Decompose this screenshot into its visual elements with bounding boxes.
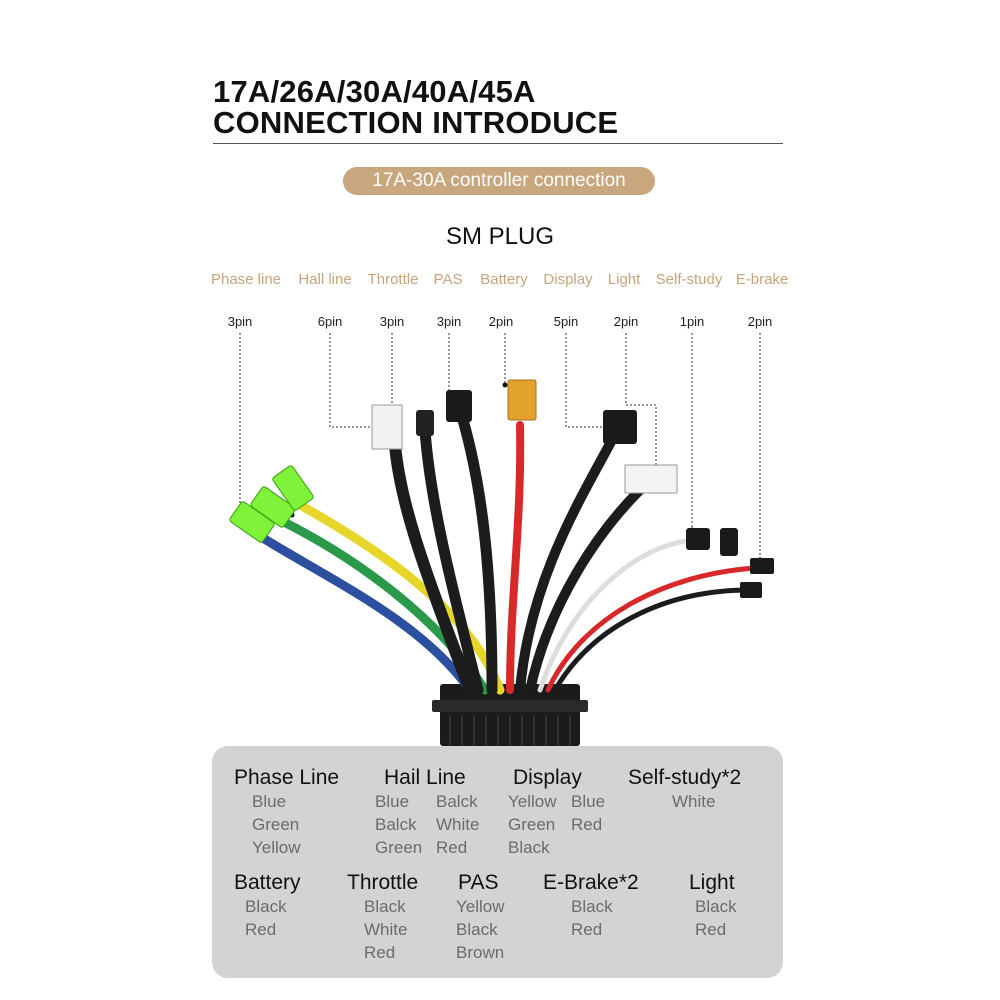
- legend-display-item: Yellow: [508, 792, 557, 811]
- self-study-connector-2: [720, 528, 738, 556]
- self-study-connector: [686, 528, 710, 550]
- legend-light-item: Black: [695, 897, 737, 916]
- legend-pas-item: Yellow: [456, 897, 505, 916]
- hall-connector: [371, 404, 403, 450]
- legend-light-item: Red: [695, 920, 727, 939]
- title-line-2: CONNECTION INTRODUCE: [213, 105, 619, 140]
- legend-hall-item: Red: [436, 838, 468, 857]
- legend-ebrake-item: Red: [571, 920, 603, 939]
- leader-light: [625, 333, 657, 470]
- leader-display: [565, 333, 608, 428]
- controller-box: [432, 684, 588, 746]
- leader-hall-line: [329, 333, 378, 428]
- leader-lines: [239, 333, 761, 560]
- legend-pas-item: Black: [456, 920, 498, 939]
- plug-connectors: [371, 379, 774, 598]
- legend-selfstudy-item: White: [672, 792, 716, 811]
- pin-battery: 2pin: [488, 314, 514, 329]
- legend-battery-title: Battery: [234, 871, 301, 894]
- pin-light: 2pin: [613, 314, 639, 329]
- plug-label: SM PLUG: [445, 223, 555, 250]
- pas-connector: [446, 390, 472, 422]
- pin-self-study: 1pin: [679, 314, 705, 329]
- legend-hall-item: Balck: [375, 815, 417, 834]
- throttle-connector: [416, 410, 434, 436]
- pin-pas: 3pin: [436, 314, 462, 329]
- light-connector: [624, 464, 678, 494]
- legend-throttle-title: Throttle: [347, 871, 419, 894]
- legend-phase-title: Phase Line: [234, 766, 340, 789]
- category-hall-line: Hall line: [298, 271, 352, 288]
- legend-pas-item: Brown: [456, 943, 505, 962]
- legend-throttle-item: Black: [364, 897, 406, 916]
- legend-display-item: Red: [571, 815, 603, 834]
- legend-hall-item: White: [436, 815, 480, 834]
- legend-panel: [212, 746, 783, 978]
- legend-display-item: Blue: [571, 792, 606, 811]
- display-connector: [603, 410, 637, 444]
- category-phase-line: Phase line: [210, 271, 282, 288]
- legend-display-item: Black: [508, 838, 550, 857]
- legend-hall-item: Green: [375, 838, 423, 857]
- category-throttle: Throttle: [367, 271, 419, 288]
- pin-display: 5pin: [553, 314, 579, 329]
- legend-hall-title: Hail Line: [384, 766, 466, 789]
- pin-throttle: 3pin: [379, 314, 405, 329]
- category-self-study: Self-study: [655, 271, 723, 288]
- category-display: Display: [543, 271, 593, 288]
- legend-throttle-item: White: [364, 920, 408, 939]
- legend-display-title: Display: [513, 766, 582, 789]
- e-brake-connector-2: [740, 582, 762, 598]
- pin-hall-line: 6pin: [317, 314, 343, 329]
- legend-hall-item: Balck: [436, 792, 478, 811]
- legend-light-title: Light: [689, 871, 735, 894]
- legend-throttle-item: Red: [364, 943, 396, 962]
- legend-phase-item: Blue: [252, 792, 287, 811]
- legend-phase-item: Yellow: [252, 838, 301, 857]
- legend-display-item: Green: [508, 815, 556, 834]
- legend-battery-item: Black: [245, 897, 287, 916]
- title-line-1: 17A/26A/30A/40A/45A: [213, 74, 536, 109]
- legend-ebrake-item: Black: [571, 897, 613, 916]
- battery-xt60-connector: [507, 379, 537, 421]
- category-light: Light: [607, 271, 641, 288]
- legend-hall-item: Blue: [375, 792, 410, 811]
- title-divider: [213, 143, 783, 144]
- category-pas: PAS: [433, 271, 463, 288]
- pin-e-brake: 2pin: [747, 314, 773, 329]
- signal-cables: [389, 414, 758, 696]
- legend-phase-item: Green: [252, 815, 300, 834]
- category-e-brake: E-brake: [735, 271, 789, 288]
- legend-pas-title: PAS: [458, 871, 499, 894]
- phase-connectors: [229, 465, 314, 543]
- subtitle-pill: 17A-30A controller connection: [343, 167, 655, 195]
- legend-ebrake-title: E-Brake*2: [543, 871, 639, 894]
- category-battery: Battery: [480, 271, 528, 288]
- legend-battery-item: Red: [245, 920, 277, 939]
- legend-selfstudy-title: Self-study*2: [628, 766, 742, 789]
- e-brake-connector: [750, 558, 774, 574]
- pin-phase-line: 3pin: [227, 314, 253, 329]
